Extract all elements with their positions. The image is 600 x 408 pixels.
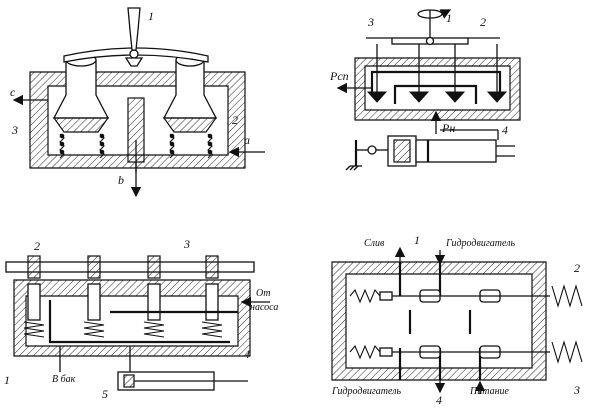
label-nasosa: насоса: [250, 302, 278, 313]
label-v-bak: В бак: [52, 374, 76, 385]
channel-top: [370, 70, 502, 96]
control-lever: [127, 7, 141, 51]
rocker-pivot: [425, 36, 435, 46]
label-c: c: [10, 85, 16, 99]
cams: [27, 255, 219, 279]
cylinder-4: [345, 129, 515, 171]
label-p-n: Pн: [441, 121, 455, 135]
label-1: 1: [148, 9, 154, 23]
internal-channels: [398, 262, 482, 380]
drain-channel: [48, 300, 230, 344]
figure-top-left: 1 2 3 a b c: [10, 7, 265, 198]
valve-stems: [376, 44, 498, 92]
rocker-plate: [63, 47, 209, 63]
label-5: 5: [102, 387, 108, 401]
label-gidrodvigatel-top: Гидродвигатель: [445, 238, 515, 249]
left-piston: [52, 53, 110, 159]
label-b: b: [118, 173, 124, 187]
label-4: 4: [502, 123, 508, 137]
rocker-pivot: [129, 49, 139, 59]
label-2: 2: [232, 113, 238, 127]
lower-spool: [349, 344, 550, 360]
label-1: 1: [446, 11, 452, 25]
valve-housing: [354, 57, 521, 121]
channel-mid: [393, 84, 478, 104]
label-1: 1: [4, 373, 10, 387]
label-ot: От: [256, 288, 270, 299]
label-2: 2: [480, 15, 486, 29]
figure-bottom-left: 1 2 3 4 5 От насоса В бак: [4, 237, 278, 401]
right-piston: [162, 53, 218, 159]
label-pitanie: Питание: [469, 386, 510, 397]
label-4: 4: [436, 393, 442, 407]
label-2: 2: [34, 239, 40, 253]
upper-spool: [349, 288, 550, 304]
label-2: 2: [574, 261, 580, 275]
cylinder-5: [117, 371, 248, 391]
figure-top-right: 1 2 3 4 Pсп Pн: [329, 9, 521, 171]
rotation-arrow: [439, 9, 452, 19]
valve-cones: [366, 91, 508, 103]
label-3: 3: [573, 383, 580, 397]
camshaft: [5, 261, 255, 273]
label-3: 3: [367, 15, 374, 29]
label-3: 3: [11, 123, 18, 137]
valve-housing: [331, 261, 547, 381]
label-a: a: [244, 133, 250, 147]
pivot-support: [124, 57, 144, 67]
label-p-sp: Pсп: [329, 69, 349, 83]
figure-bottom-right: Слив 1 Гидродвигатель 2 Гидродвигатель 4…: [331, 233, 583, 407]
label-sliv: Слив: [364, 238, 385, 249]
valve-housing: [29, 71, 246, 169]
label-gidrodvigatel-bottom: Гидродвигатель: [331, 386, 401, 397]
label-1: 1: [414, 233, 420, 247]
external-springs: [551, 284, 583, 364]
label-4: 4: [244, 347, 250, 361]
label-3: 3: [183, 237, 190, 251]
